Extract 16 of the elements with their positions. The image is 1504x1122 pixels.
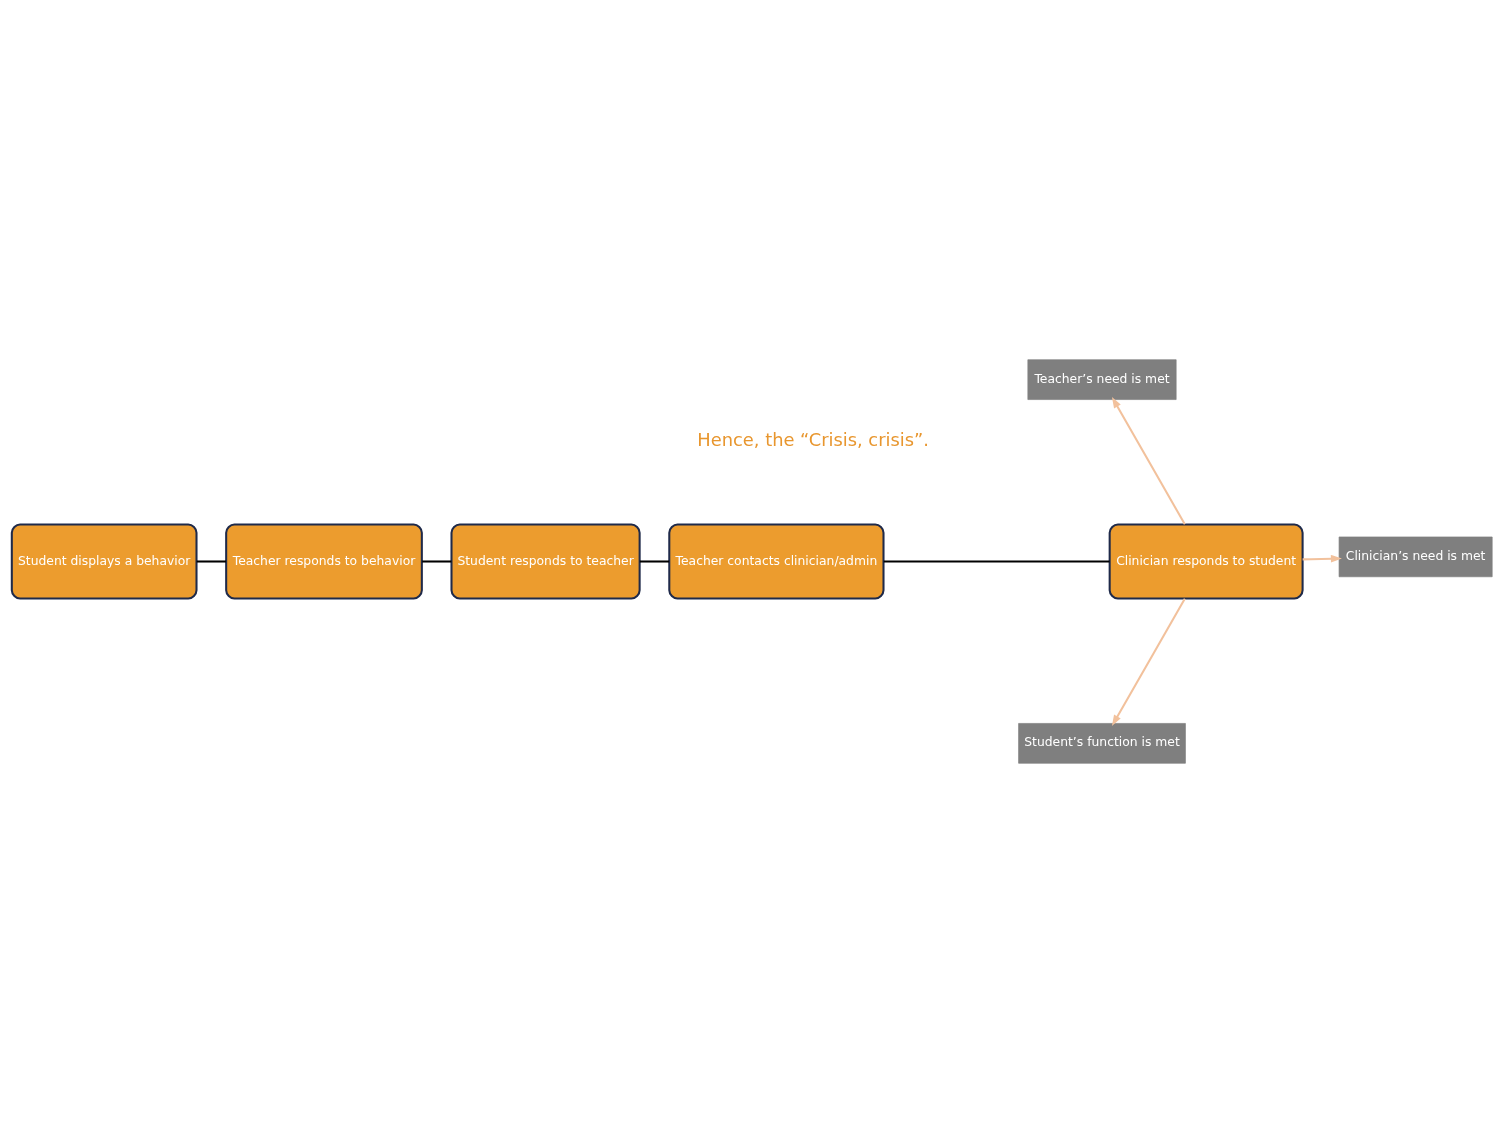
arrow bbox=[1111, 396, 1186, 525]
node-box: Student’s function is met bbox=[1018, 722, 1186, 764]
node-box: Teacher contacts clinician/admin bbox=[668, 522, 885, 600]
label: Hence, the “Crisis, crisis”. bbox=[697, 428, 929, 450]
node-box: Student displays a behavior bbox=[10, 522, 198, 600]
node-box: Teacher responds to behavior bbox=[225, 522, 423, 600]
connector bbox=[639, 559, 670, 563]
arrow bbox=[1111, 597, 1186, 726]
arrow bbox=[1302, 554, 1342, 563]
connector bbox=[883, 559, 1110, 563]
node-box: Clinician’s need is met bbox=[1338, 536, 1493, 577]
node-box: Teacher’s need is met bbox=[1027, 358, 1177, 400]
connector bbox=[196, 559, 227, 563]
connector bbox=[422, 559, 452, 563]
node-box: Clinician responds to student bbox=[1108, 522, 1304, 600]
node-box: Student responds to teacher bbox=[450, 522, 641, 600]
